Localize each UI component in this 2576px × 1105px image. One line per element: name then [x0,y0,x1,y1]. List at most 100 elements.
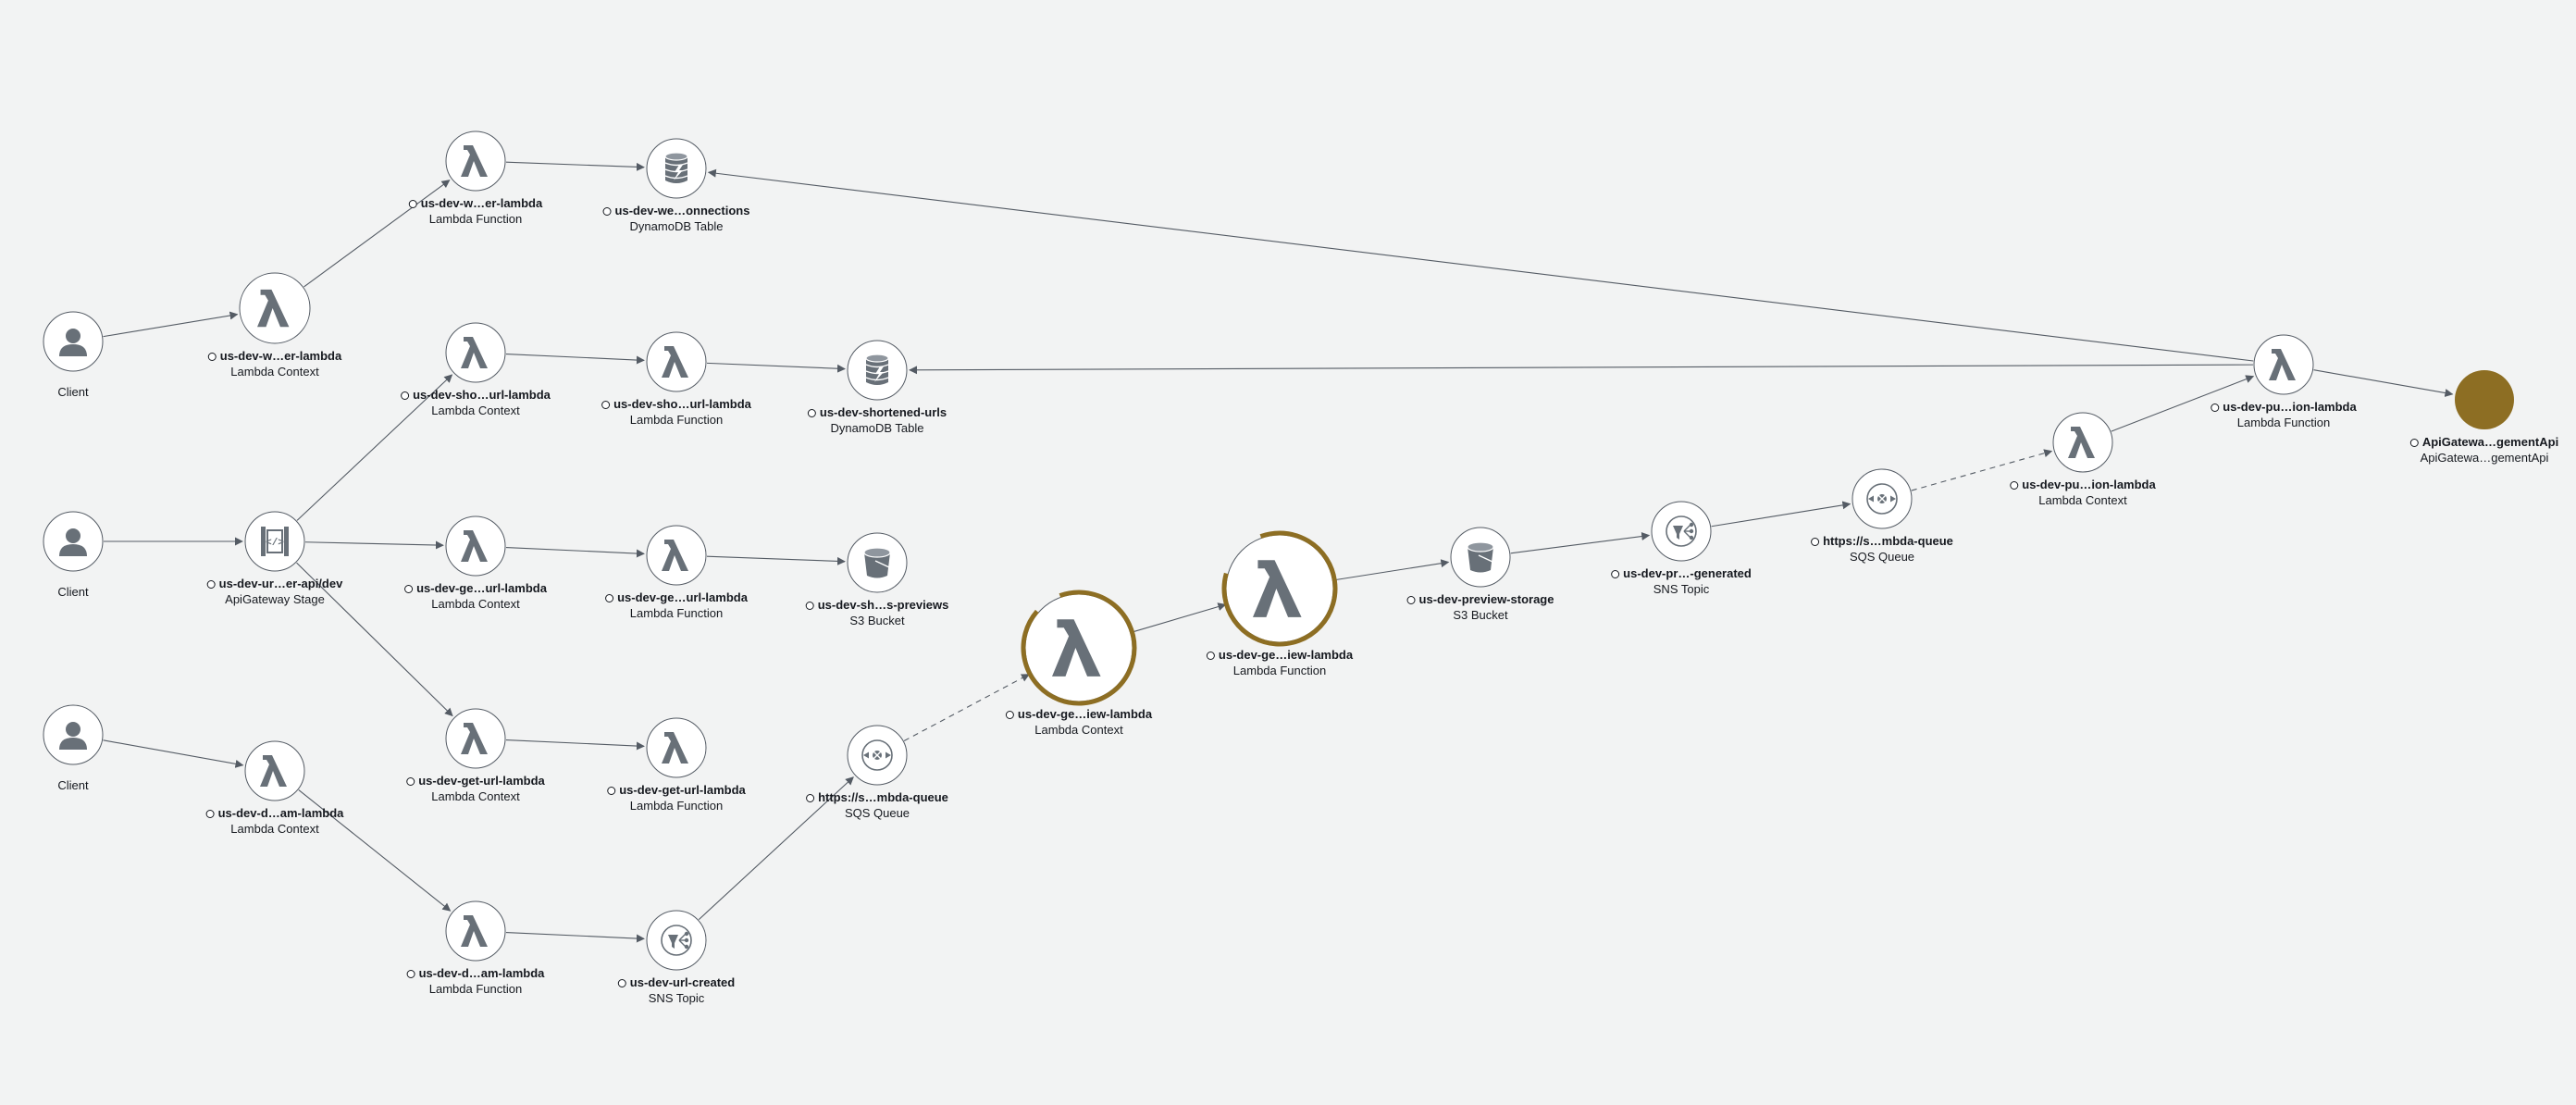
edge-fn-ge-url-to-s3-previews[interactable] [706,555,846,565]
status-circle-icon [1406,595,1416,604]
node-label-client-1[interactable]: Client [57,377,88,401]
node-fn-ge-iew[interactable] [1221,530,1338,647]
node-sns-pr-generated[interactable] [1651,501,1712,562]
node-sqs-1[interactable] [847,725,908,786]
edge-ctx-get-url-to-fn-get-url[interactable] [505,739,645,751]
node-name-text: us-dev-ge…iew-lambda [1017,707,1153,721]
node-name: us-dev-d…am-lambda [406,966,544,981]
node-sns-url-created[interactable] [646,910,707,971]
edge-fn-ge-iew-to-s3-preview-storage[interactable] [1333,559,1450,581]
node-apigw-mgmt[interactable] [2455,370,2514,429]
node-fn-pu-ion[interactable] [2253,334,2314,395]
node-s3-previews[interactable] [847,532,908,593]
node-client-2[interactable] [43,511,104,572]
node-label-client-2[interactable]: Client [57,577,88,601]
node-fn-get-url[interactable] [646,717,707,778]
node-ddb-shortened[interactable] [847,340,908,401]
edge-s3-preview-storage-to-sns-pr-generated[interactable] [1510,532,1651,554]
edge-fn-d-am-to-sns-url-created[interactable] [505,931,645,943]
lambda-icon [257,289,290,328]
node-fn-w-lambda[interactable] [445,130,506,192]
edge-ctx-ge-iew-to-fn-ge-iew[interactable] [1131,602,1227,633]
node-ctx-pu-ion[interactable] [2052,412,2113,473]
edge-sqs-2-to-ctx-pu-ion[interactable] [1911,449,2053,491]
user-icon [59,528,87,556]
node-ddb-connections[interactable] [646,138,707,199]
node-fn-sho-url[interactable] [646,331,707,392]
node-ctx-d-am[interactable] [244,740,305,801]
edge-sns-pr-generated-to-sqs-2[interactable] [1711,501,1852,528]
node-client-3[interactable] [43,704,104,765]
node-apigw-stage[interactable]: </> [244,511,305,572]
edge-sqs-1-to-ctx-ge-iew[interactable] [903,674,1030,741]
edge-ctx-ge-url-to-fn-ge-url[interactable] [505,546,645,558]
edge-ctx-d-am-to-fn-d-am[interactable] [298,789,452,912]
edge-client-1-to-ctx-w-lambda[interactable] [103,311,239,338]
edge-ctx-w-lambda-to-fn-w-lambda[interactable] [303,180,451,288]
status-circle-icon [406,969,415,978]
node-s3-preview-storage[interactable] [1450,527,1511,588]
node-sqs-2[interactable] [1852,468,1913,529]
node-client-1[interactable] [43,311,104,372]
node-type-text: SQS Queue [844,806,910,820]
svg-text:</>: </> [266,538,284,549]
status-circle-icon [207,352,217,361]
edge-fn-pu-ion-to-ddb-connections[interactable] [707,168,2254,362]
node-fn-ge-url[interactable] [646,525,707,586]
node-name-text: us-dev-ur…er-api/dev [218,577,343,590]
node-ctx-ge-url[interactable] [445,515,506,577]
status-circle-icon [2211,403,2220,412]
edge-fn-pu-ion-to-ddb-shortened[interactable] [909,364,2254,375]
node-fn-d-am[interactable] [445,900,506,962]
lambda-icon [461,915,488,947]
node-ctx-sho-url[interactable] [445,322,506,383]
node-label-client-3[interactable]: Client [57,770,88,794]
edge-apigw-stage-to-ctx-ge-url[interactable] [304,540,444,550]
node-name: us-dev-w…er-lambda [408,196,542,211]
node-type-text: SNS Topic [648,991,705,1005]
edge-client-3-to-ctx-d-am[interactable] [103,739,244,768]
edge-sns-url-created-to-sqs-1[interactable] [698,776,854,921]
edge-apigw-stage-to-ctx-get-url[interactable] [296,562,453,717]
edge-ctx-sho-url-to-fn-sho-url[interactable] [505,353,645,365]
edge-apigw-stage-to-ctx-sho-url[interactable] [296,374,453,521]
node-ctx-get-url[interactable] [445,708,506,769]
edge-ctx-pu-ion-to-fn-pu-ion[interactable] [2111,375,2255,432]
node-type-text: S3 Bucket [849,614,905,627]
edge-fn-w-lambda-to-ddb-connections[interactable] [505,161,645,171]
edge-fn-pu-ion-to-apigw-mgmt[interactable] [2313,369,2454,397]
node-ctx-ge-iew[interactable] [1021,590,1137,706]
node-name: us-dev-preview-storage [1406,592,1554,607]
status-circle-icon [401,391,410,400]
node-type-text: Lambda Context [230,822,319,836]
node-type-text: Lambda Context [431,404,520,417]
node-type-text: SNS Topic [1653,582,1710,596]
node-ctx-w-lambda[interactable] [239,272,311,344]
edge-fn-sho-url-to-ddb-shortened[interactable] [706,362,846,373]
